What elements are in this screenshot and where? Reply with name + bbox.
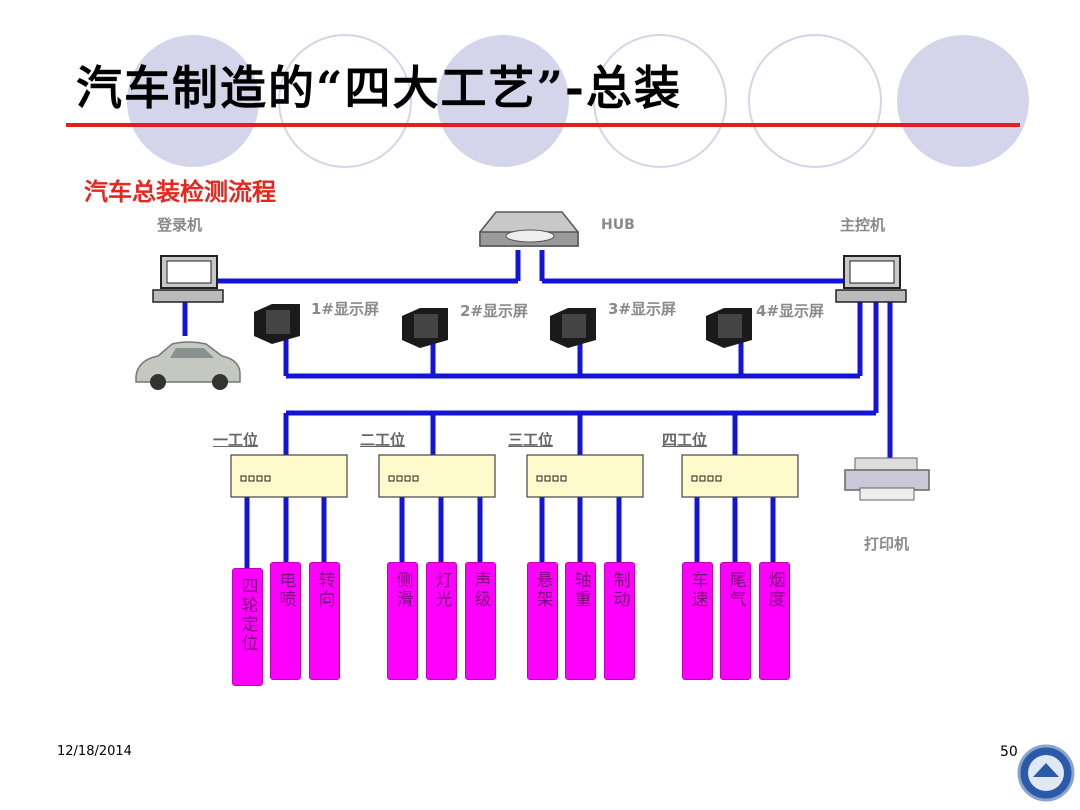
page-number: 50 [1000, 744, 1018, 760]
check-item: 尾气 [720, 562, 751, 680]
display-monitor-icon [550, 308, 596, 348]
check-item: 烟度 [759, 562, 790, 680]
decor-circle [748, 34, 882, 168]
car-icon [135, 341, 241, 390]
check-item: 电喷 [270, 562, 301, 680]
decor-circle [278, 34, 412, 168]
hub-icon [479, 211, 579, 247]
check-item: 车速 [682, 562, 713, 680]
check-item: 悬架 [527, 562, 558, 680]
title-rule [66, 123, 1020, 127]
check-item: 制动 [604, 562, 635, 680]
display-label: 2#显示屏 [460, 302, 529, 320]
master-computer-icon [835, 255, 907, 303]
footer-date: 12/18/2014 [57, 744, 132, 759]
master-computer-label: 主控机 [840, 216, 886, 234]
station-box [378, 454, 496, 498]
check-item: 四轮定位 [232, 568, 263, 686]
display-monitor-icon [402, 308, 448, 348]
page-subtitle: 汽车总装检测流程 [84, 177, 276, 206]
printer-label: 打印机 [864, 535, 910, 553]
display-monitor-icon [254, 304, 300, 344]
station-label: 一工位 [213, 431, 259, 449]
logo-icon [1017, 744, 1075, 802]
page-title: 汽车制造的“四大工艺”-总装 [76, 61, 683, 115]
check-item: 灯光 [426, 562, 457, 680]
station-label: 二工位 [360, 431, 406, 449]
display-label: 1#显示屏 [311, 300, 380, 318]
decor-circle [897, 35, 1029, 167]
decor-circle [437, 35, 569, 167]
station-box [526, 454, 644, 498]
check-item: 轴重 [565, 562, 596, 680]
login-computer-icon [152, 255, 224, 303]
check-item: 转向 [309, 562, 340, 680]
display-label: 3#显示屏 [608, 300, 677, 318]
decor-circle [127, 35, 259, 167]
printer-icon [844, 457, 930, 501]
decor-circle [593, 34, 727, 168]
login-computer-label: 登录机 [157, 216, 203, 234]
check-item: 声级 [465, 562, 496, 680]
station-box [230, 454, 348, 498]
display-monitor-icon [706, 308, 752, 348]
display-label: 4#显示屏 [756, 302, 825, 320]
station-label: 三工位 [508, 431, 554, 449]
hub-label: HUB [601, 217, 635, 233]
check-item: 侧滑 [387, 562, 418, 680]
station-label: 四工位 [662, 431, 708, 449]
header-decoration [66, 34, 1029, 168]
station-box [681, 454, 799, 498]
connection-lines [182, 250, 893, 568]
